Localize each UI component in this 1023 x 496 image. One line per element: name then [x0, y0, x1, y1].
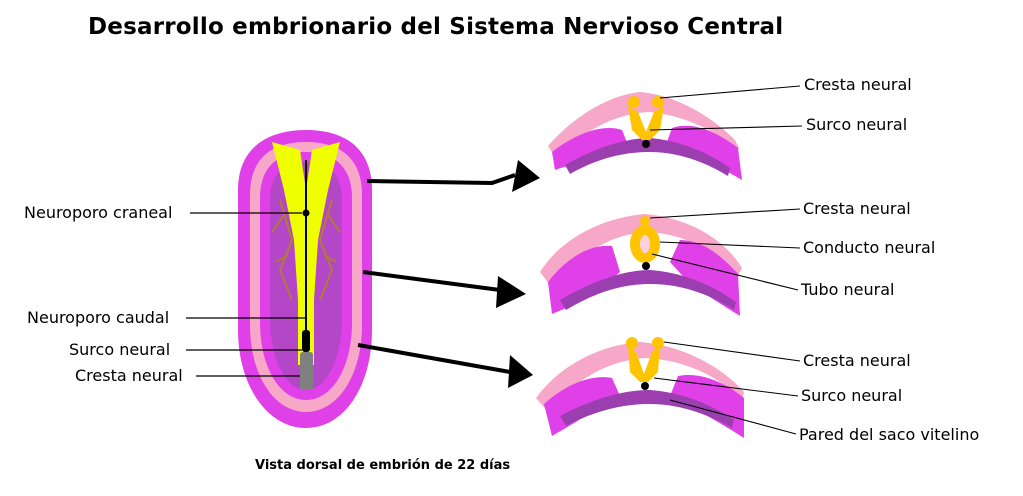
arrow-to-section-3 [357, 343, 511, 374]
label-surco-neural-left: Surco neural [69, 340, 171, 359]
section3-notochord [641, 382, 649, 390]
neuroporo-caudal-mark [302, 330, 310, 352]
label-s3-cresta-neural: Cresta neural [803, 351, 911, 370]
label-neuroporo-caudal: Neuroporo caudal [27, 308, 170, 327]
diagram-title: Desarrollo embrionario del Sistema Nervi… [88, 14, 784, 40]
label-neuroporo-craneal: Neuroporo craneal [24, 203, 173, 222]
arrow-head-3 [508, 355, 533, 388]
arrow-to-section-2 [362, 270, 501, 292]
section1-neural-plate [628, 106, 664, 140]
section1-notochord [642, 140, 650, 148]
embryo-dorsal-view [238, 130, 372, 428]
diagram-caption: Vista dorsal de embrión de 22 días [255, 458, 511, 473]
section1-magenta-mesoderm [552, 128, 630, 170]
section1-crest-right [652, 96, 664, 108]
section3-outer-pink [536, 342, 744, 412]
section2-outer-pink [540, 214, 742, 288]
section2-purple-endoderm [560, 270, 736, 310]
arrow-to-section-1 [366, 173, 516, 186]
cross-section-1 [548, 92, 742, 180]
section3-neural-plate [628, 346, 660, 382]
arrow-head-1 [512, 160, 540, 192]
label-s3-pared-saco-vitelino: Pared del saco vitelino [799, 425, 980, 444]
label-s2-cresta-neural: Cresta neural [803, 199, 911, 218]
cresta-neural-gray [300, 352, 313, 390]
right-leader-lines [649, 85, 803, 435]
label-s2-conducto-neural: Conducto neural [803, 238, 936, 257]
arrows [357, 160, 540, 388]
label-s1-cresta-neural: Cresta neural [804, 75, 912, 94]
cross-section-3 [536, 337, 744, 438]
section2-notochord [642, 262, 650, 270]
section1-outer-pink [548, 92, 740, 158]
label-cresta-neural-left: Cresta neural [75, 366, 183, 385]
section3-crest-left [626, 337, 638, 349]
label-s1-surco-neural: Surco neural [806, 115, 908, 134]
embryo-brown-branches [271, 199, 341, 301]
cross-section-2 [540, 214, 742, 316]
section3-purple-endoderm [560, 390, 734, 428]
section1-crest-left [628, 96, 640, 108]
left-leader-lines [186, 212, 305, 377]
section1-purple-endoderm [565, 138, 730, 176]
section3-crest-right [652, 337, 664, 349]
section2-neural-crest [640, 216, 650, 226]
arrow-head-2 [496, 276, 526, 308]
label-s3-surco-neural: Surco neural [801, 386, 903, 405]
section2-neural-canal [640, 235, 650, 253]
label-s2-tubo-neural: Tubo neural [801, 280, 895, 299]
neuroporo-craneal-dot [302, 209, 310, 217]
